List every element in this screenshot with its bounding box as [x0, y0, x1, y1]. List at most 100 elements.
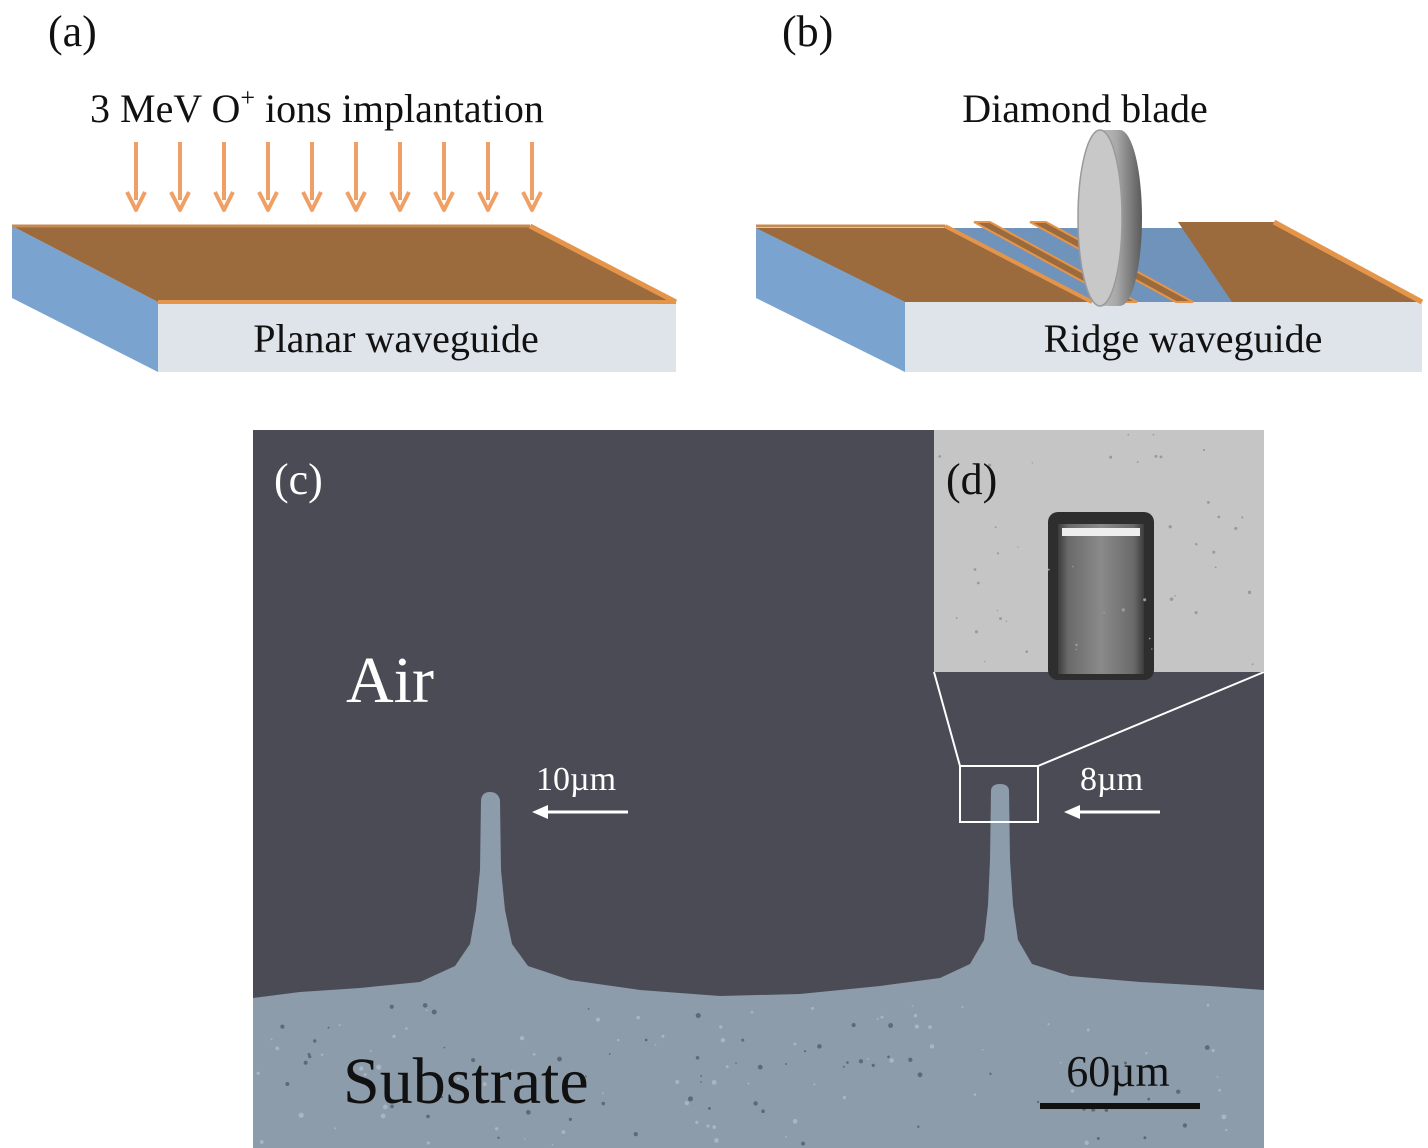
inset-speck	[996, 552, 1000, 555]
substrate-speck	[720, 1037, 726, 1043]
ion-arrow	[213, 142, 235, 212]
substrate-speck	[711, 1080, 717, 1085]
inset-speck	[1136, 461, 1139, 464]
substrate-speck	[1147, 1097, 1151, 1101]
substrate-speck	[1047, 1023, 1050, 1026]
substrate-speck	[584, 1075, 587, 1078]
substrate-speck	[280, 1024, 285, 1029]
inset-speck	[1121, 608, 1125, 612]
inset-speck	[976, 581, 980, 585]
substrate-speck	[973, 1093, 977, 1096]
substrate-speck	[851, 1023, 856, 1028]
scale-bar-label: 60µm	[1066, 1047, 1170, 1096]
substrate-speck	[382, 1104, 388, 1110]
substrate-speck	[482, 1082, 487, 1087]
substrate-speck	[871, 1063, 875, 1068]
substrate-speck	[982, 1048, 984, 1051]
substrate-speck	[334, 1127, 337, 1130]
substrate-speck	[471, 1058, 476, 1063]
substrate-speck	[376, 1064, 382, 1070]
substrate-speck	[846, 1061, 849, 1064]
substrate-speck	[426, 1141, 430, 1145]
ion-arrow	[433, 142, 455, 212]
substrate-speck	[785, 1136, 788, 1138]
substrate-speck	[911, 1005, 914, 1007]
substrate-speck	[811, 1006, 814, 1010]
substrate-speck	[842, 1065, 845, 1068]
substrate-speck	[1221, 1114, 1227, 1120]
ridge1-width-label: 10µm	[536, 761, 616, 798]
substrate-speck	[369, 1049, 372, 1052]
substrate-speck	[714, 1137, 719, 1143]
zoom-leader-left	[933, 671, 961, 767]
inset-speck	[1212, 550, 1216, 554]
ion-implantation-title-main: 3 MeV O	[90, 86, 240, 131]
inset-speck	[1241, 516, 1244, 519]
ion-arrow	[389, 142, 411, 212]
inset-speck	[1169, 597, 1174, 601]
substrate-speck	[327, 1026, 330, 1029]
substrate-speck	[928, 1025, 932, 1029]
ridge-substrate-side	[756, 228, 905, 372]
substrate-speck	[313, 1039, 317, 1043]
substrate-speck	[747, 1082, 750, 1085]
substrate-speck	[1145, 1051, 1148, 1055]
substrate-speck	[1084, 1140, 1089, 1145]
substrate-speck	[1204, 1045, 1210, 1050]
substrate-speck	[389, 1004, 394, 1009]
substrate-speck	[561, 1130, 566, 1134]
substrate-speck	[753, 1101, 758, 1106]
substrate-speck	[684, 1100, 690, 1106]
substrate-speck	[259, 1140, 264, 1144]
panel-b-label: (b)	[782, 7, 833, 56]
inset-speck	[1234, 526, 1238, 531]
inset-speck	[996, 609, 999, 612]
ion-arrows	[125, 142, 543, 212]
substrate-speck	[1151, 1083, 1154, 1086]
substrate-speck	[707, 1107, 711, 1110]
substrate-speck	[303, 1060, 308, 1065]
substrate-speck	[1104, 1108, 1109, 1112]
substrate-speck	[359, 1066, 364, 1071]
substrate-speck	[1216, 1076, 1219, 1078]
micrograph-substrate-region	[253, 784, 1264, 1148]
inset-speck	[1127, 433, 1130, 436]
substrate-speck	[695, 1120, 699, 1124]
substrate-speck	[440, 1095, 444, 1099]
ridge-left-block-edge	[944, 224, 1093, 304]
substrate-speck	[675, 1080, 680, 1085]
substrate-speck	[601, 1101, 606, 1106]
substrate-specks	[256, 1003, 1228, 1146]
panel-b: (b) Diamond blade Ridge waveguide	[756, 7, 1424, 372]
substrate-speck	[1211, 1048, 1215, 1053]
substrate-speck	[695, 1056, 700, 1060]
substrate-speck	[533, 1085, 536, 1088]
substrate-speck	[1086, 1028, 1090, 1032]
substrate-speck	[644, 1038, 648, 1042]
substrate-speck	[443, 1046, 446, 1049]
inset-speck	[1148, 637, 1151, 640]
inset-ridge-top-highlight	[1062, 528, 1140, 536]
substrate-speck	[298, 1112, 304, 1118]
substrate-speck	[633, 1131, 638, 1137]
substrate-speck	[1218, 1088, 1222, 1092]
substrate-speck	[908, 1057, 913, 1062]
inset-speck	[955, 616, 958, 619]
substrate-speck	[1176, 1089, 1181, 1094]
inset-speck	[1075, 648, 1078, 651]
substrate-speck	[523, 1138, 526, 1140]
substrate-speck	[929, 1044, 935, 1049]
ion-arrow	[477, 142, 499, 212]
inset-speck	[1247, 590, 1252, 595]
ion-arrow	[345, 142, 367, 212]
inset-specks	[938, 433, 1254, 666]
air-label: Air	[346, 644, 434, 717]
ion-arrow	[125, 142, 147, 212]
substrate-speck	[888, 1023, 894, 1028]
substrate-speck	[308, 1055, 312, 1059]
substrate-speck	[497, 1136, 500, 1140]
substrate-speck	[338, 1024, 341, 1027]
substrate-speck	[568, 1117, 573, 1121]
inset-speck	[1152, 433, 1155, 436]
